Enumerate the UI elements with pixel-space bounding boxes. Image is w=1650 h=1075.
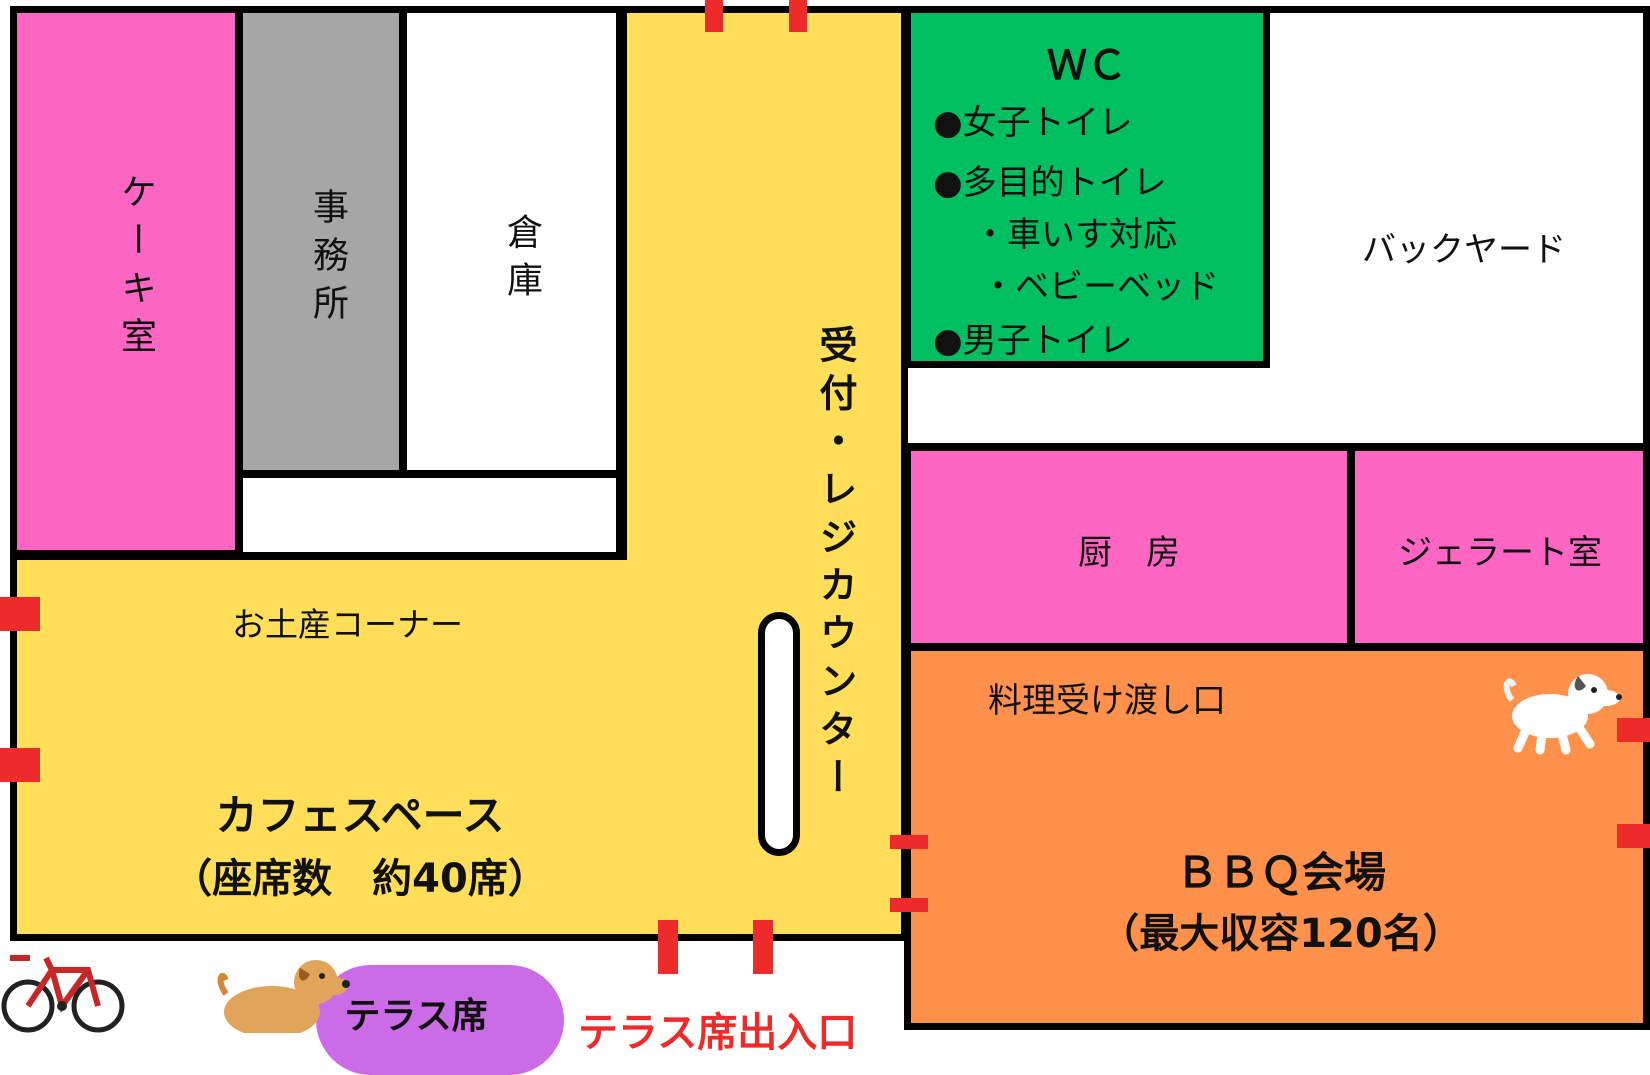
kitchen-label: 厨 房 xyxy=(1078,533,1180,573)
dog-icon xyxy=(217,960,350,1033)
wc-item: ・車いす対応 xyxy=(973,215,1177,255)
gelato-room-label: ジェラート室 xyxy=(1398,533,1602,573)
door-marker xyxy=(890,898,928,912)
service-counter xyxy=(758,612,800,856)
bbq-venue-label: ＢＢＱ会場 xyxy=(1175,848,1386,897)
door-marker xyxy=(1617,718,1650,742)
wc-item: ●女子トイレ xyxy=(933,103,1133,143)
corridor-nook xyxy=(236,471,623,559)
cafe-outline xyxy=(620,6,908,13)
door-marker xyxy=(658,920,678,974)
terrace-seats: テラス席 xyxy=(316,965,564,1075)
terrace-entrance-label: テラス席出入口 xyxy=(578,1010,858,1056)
bbq-capacity-label: （最大収容120名） xyxy=(1099,911,1463,957)
reception-counter-label: 受付・レジカウンター xyxy=(813,325,857,805)
storage-room: 倉庫 xyxy=(400,6,623,477)
storage-room-label: 倉庫 xyxy=(501,213,542,309)
cafe-space-label: カフェスペース xyxy=(215,791,505,840)
door-marker xyxy=(0,597,40,631)
wc-item: ●多目的トイレ xyxy=(933,163,1167,203)
terrace-seats-label: テラス席 xyxy=(344,996,488,1037)
office-room: 事務所 xyxy=(236,6,406,477)
office-room-label: 事務所 xyxy=(307,188,348,332)
backyard-label: バックヤード xyxy=(1362,230,1566,270)
cake-room-label: ケーキ室 xyxy=(115,173,156,365)
cake-room: ケーキ室 xyxy=(10,6,242,557)
door-marker xyxy=(789,0,807,32)
door-marker xyxy=(753,920,773,974)
gelato-room: ジェラート室 xyxy=(1348,444,1650,650)
dog-icon xyxy=(1503,674,1622,755)
cafe-area-bg xyxy=(14,559,904,935)
wc-room: ＷＣ ●女子トイレ ●多目的トイレ ・車いす対応 ・ベビーベッド ●男子トイレ xyxy=(904,6,1270,368)
cafe-seats-label: （座席数 約40席） xyxy=(172,856,548,902)
cafe-outline xyxy=(620,6,627,560)
wc-item: ●男子トイレ xyxy=(933,321,1133,361)
cafe-outline xyxy=(10,553,627,560)
door-marker xyxy=(0,748,40,782)
wc-item: ・ベビーベッド xyxy=(981,267,1219,307)
cafe-outline xyxy=(10,934,908,941)
door-marker xyxy=(705,0,723,32)
reception-area-bg xyxy=(627,10,904,570)
pass-through-label: 料理受け渡し口 xyxy=(988,681,1226,721)
door-marker xyxy=(1617,824,1650,848)
bicycle-icon xyxy=(1,955,125,1033)
kitchen-room: 厨 房 xyxy=(904,444,1354,650)
door-marker xyxy=(890,835,928,849)
souvenir-corner-label: お土産コーナー xyxy=(232,605,463,644)
wc-title: ＷＣ xyxy=(1047,43,1127,89)
